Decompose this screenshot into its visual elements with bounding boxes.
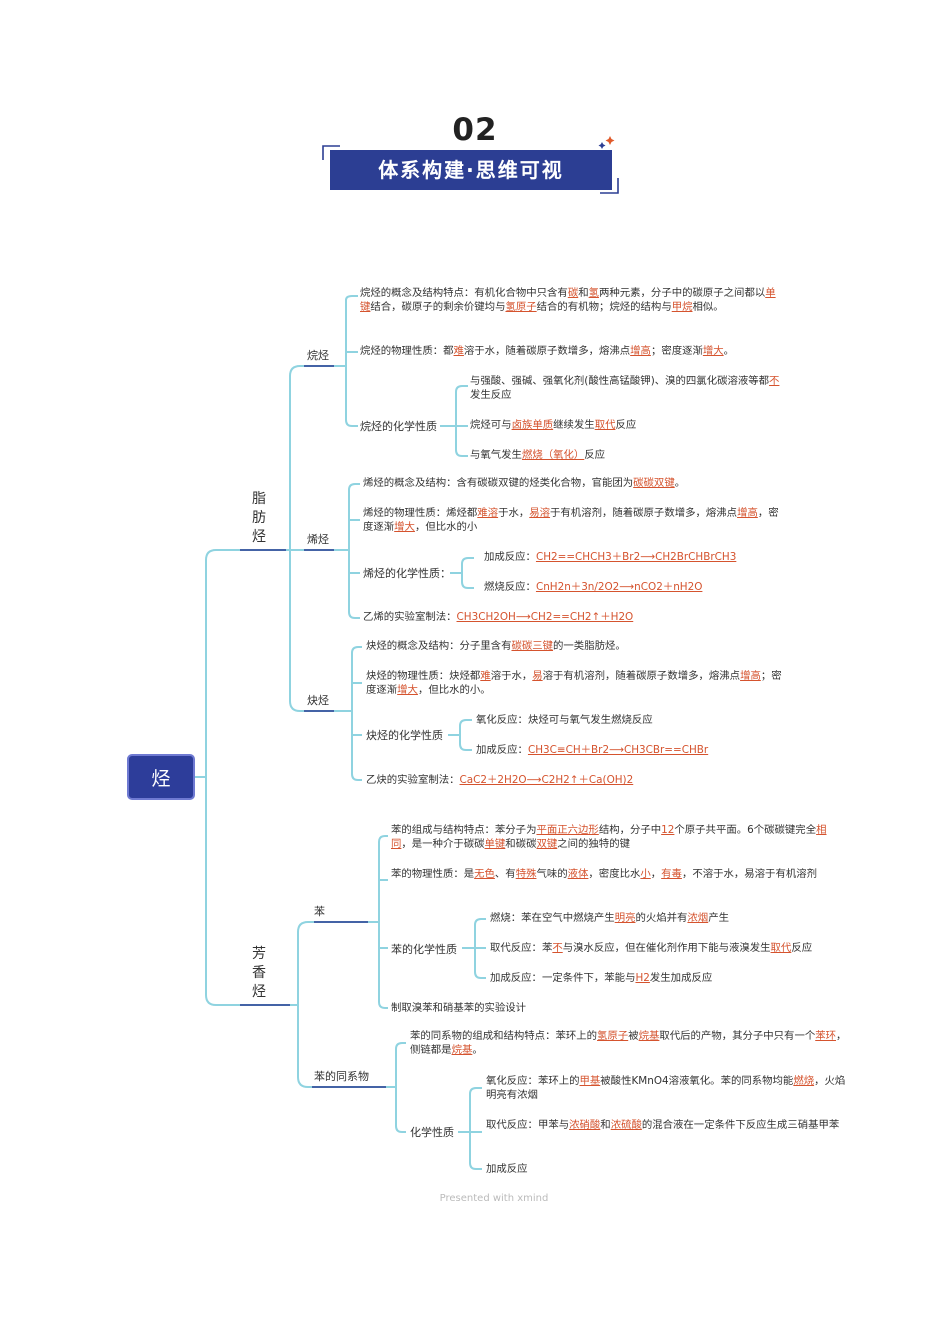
topic-alkyne[interactable]: 炔烃 (307, 694, 329, 707)
answer-blank: 相同 (391, 824, 827, 850)
answer-blank: CnH2n＋3n/2O2⟶nCO2＋nH2O (535, 581, 703, 593)
answer-blank: 浓硝酸 (569, 1119, 601, 1131)
topic-alkene[interactable]: 烯烃 (307, 533, 329, 546)
answer-blank: 碳碳三键 (511, 640, 554, 652)
sparkle-icon (605, 136, 615, 145)
alkane-chem-1-node[interactable]: 与强酸、强碱、强氧化剂(酸性高锰酸钾)、溴的四氯化碳溶液等都不发生反应 (470, 375, 780, 401)
answer-blank: 氢 (588, 287, 599, 299)
benzene-chem-label[interactable]: 苯的化学性质 (391, 943, 457, 956)
answer-blank: 增高 (740, 670, 761, 682)
answer-blank: 小 (640, 868, 651, 880)
alkane-physical-node[interactable]: 烷烃的物理性质：都难溶于水，随着碳原子数增多，熔沸点增高；密度逐渐增大。 (360, 345, 735, 357)
answer-blank: 液体 (567, 868, 589, 880)
answer-blank: 甲基 (579, 1075, 601, 1087)
alkane-chem-3-node[interactable]: 与氧气发生燃烧（氧化）反应 (470, 449, 606, 461)
root-node[interactable]: 烃 (127, 754, 195, 800)
answer-blank: 取代 (770, 942, 792, 954)
answer-blank: 不 (552, 942, 563, 954)
answer-blank: 有毒 (661, 868, 682, 880)
ethylene-lab-node[interactable]: 乙烯的实验室制法：CH3CH2OH⟶CH2==CH2↑＋H2O (363, 611, 634, 623)
answer-blank: 增高 (737, 507, 758, 519)
alkene-chem-label[interactable]: 烯烃的化学性质： (363, 567, 451, 580)
topic-alkane[interactable]: 烷烃 (307, 349, 329, 362)
answer-blank: 增大 (702, 345, 724, 357)
answer-blank: 甲烷 (671, 301, 693, 313)
answer-blank: 碳 (567, 287, 579, 299)
answer-blank: CH3C≡CH＋Br2⟶CH3CBr==CHBr (527, 744, 709, 756)
alkene-physical-node[interactable]: 烯烃的物理性质：烯烃都难溶于水，易溶于有机溶剂，随着碳原子数增多，熔沸点增高，密… (363, 507, 779, 533)
answer-blank: 烷基 (638, 1030, 660, 1042)
homolog-chem-2-node[interactable]: 取代反应：甲苯与浓硝酸和浓硫酸的混合液在一定条件下反应生成三硝基甲苯 (486, 1119, 840, 1131)
answer-blank: 增高 (630, 345, 651, 357)
homolog-structure-node[interactable]: 苯的同系物的组成和结构特点：苯环上的氢原子被烷基取代后的产物，其分子中只有一个苯… (410, 1030, 847, 1056)
answer-blank: 取代 (594, 419, 616, 431)
answer-blank: 难 (480, 670, 491, 682)
answer-blank: CaC2＋2H2O⟶C2H2↑＋Ca(OH)2 (459, 774, 634, 786)
topic-benzene[interactable]: 苯 (314, 905, 325, 918)
alkyne-chem-2-node[interactable]: 加成反应：CH3C≡CH＋Br2⟶CH3CBr==CHBr (476, 744, 709, 756)
answer-blank: 苯环 (815, 1030, 837, 1042)
answer-blank: 氢原子 (505, 301, 537, 313)
answer-blank: 无色 (474, 868, 495, 880)
benzene-chem-2-node[interactable]: 取代反应：苯不与溴水反应，但在催化剂作用下能与液溴发生取代反应 (490, 942, 813, 954)
alkene-concept-node[interactable]: 烯烃的概念及结构：含有碳碳双键的烃类化合物，官能团为碳碳双键。 (363, 477, 686, 489)
answer-blank: 烷基 (451, 1044, 473, 1056)
answer-blank: 单键 (484, 838, 506, 850)
answer-blank: 增大 (397, 684, 418, 696)
answer-blank: 单键 (360, 287, 776, 313)
answer-blank: CH2==CHCH3＋Br2⟶CH2BrCHBrCH3 (535, 551, 737, 563)
category-aromatic[interactable]: 芳香烃 (252, 946, 266, 1000)
benzene-structure-node[interactable]: 苯的组成与结构特点：苯分子为平面正六边形结构，分子中12个原子共平面。6个碳碳键… (391, 824, 827, 850)
answer-blank: 易溶 (529, 507, 551, 519)
homolog-chem-1-node[interactable]: 氧化反应：苯环上的甲基被酸性KMnO4溶液氧化。苯的同系物均能燃烧，火焰明亮有浓… (486, 1075, 846, 1101)
alkyne-physical-node[interactable]: 炔烃的物理性质：炔烃都难溶于水，易溶于有机溶剂，随着碳原子数增多，熔沸点增高；密… (366, 670, 782, 696)
alkyne-concept-node[interactable]: 炔烃的概念及结构：分子里含有碳碳三键的一类脂肪烃。 (366, 640, 626, 652)
alkene-chem-2-node[interactable]: 燃烧反应：CnH2n＋3n/2O2⟶nCO2＋nH2O (484, 581, 703, 593)
benzene-lab-node[interactable]: 制取溴苯和硝基苯的实验设计 (391, 1002, 527, 1014)
answer-blank: 浓烟 (687, 912, 709, 924)
answer-blank: 明亮 (614, 912, 636, 924)
benzene-chem-3-node[interactable]: 加成反应：一定条件下，苯能与H2发生加成反应 (490, 972, 713, 984)
benzene-chem-1-node[interactable]: 燃烧：苯在空气中燃烧产生明亮的火焰并有浓烟产生 (490, 912, 729, 924)
benzene-physical-node[interactable]: 苯的物理性质：是无色、有特殊气味的液体，密度比水小，有毒，不溶于水，易溶于有机溶… (391, 868, 818, 880)
alkane-chem-label[interactable]: 烷烃的化学性质 (360, 420, 437, 433)
section-number: 02 (452, 112, 498, 148)
answer-blank: 浓硫酸 (610, 1119, 642, 1131)
answer-blank: 12 (661, 824, 675, 836)
answer-blank: 碳碳双键 (633, 477, 675, 489)
footer-watermark: Presented with xmind (439, 1193, 549, 1204)
alkane-concept-node[interactable]: 烷烃的概念及结构特点：有机化合物中只含有碳和氢两种元素，分子中的碳原子之间都以单… (360, 287, 776, 313)
answer-blank: 增大 (394, 521, 415, 533)
answer-blank: 不 (769, 375, 780, 387)
answer-blank: 氢原子 (597, 1030, 629, 1042)
answer-blank: 难 (453, 345, 464, 357)
answer-blank: 燃烧（氧化） (521, 449, 585, 461)
answer-blank: 难溶 (477, 507, 499, 519)
answer-blank: 燃烧 (793, 1075, 815, 1087)
answer-blank: 卤族单质 (511, 419, 554, 431)
alkane-chem-2-node[interactable]: 烷烃可与卤族单质继续发生取代反应 (470, 419, 637, 431)
answer-blank: 特殊 (515, 868, 537, 880)
answer-blank: 平面正六边形 (536, 824, 599, 836)
answer-blank: 双键 (536, 838, 558, 850)
alkene-chem-1-node[interactable]: 加成反应：CH2==CHCH3＋Br2⟶CH2BrCHBrCH3 (484, 551, 737, 563)
homolog-chem-3-node[interactable]: 加成反应 (486, 1163, 528, 1175)
topic-benzene-homolog[interactable]: 苯的同系物 (314, 1070, 369, 1083)
answer-blank: 易 (532, 670, 543, 682)
alkyne-chem-label[interactable]: 炔烃的化学性质 (366, 729, 443, 742)
category-aliphatic[interactable]: 脂肪烃 (252, 491, 266, 545)
alkyne-chem-1-node[interactable]: 氧化反应：炔烃可与氧气发生燃烧反应 (476, 714, 653, 726)
answer-blank: CH3CH2OH⟶CH2==CH2↑＋H2O (456, 611, 634, 623)
homolog-chem-label[interactable]: 化学性质 (410, 1126, 454, 1139)
answer-blank: H2 (635, 972, 650, 984)
section-title-banner: 体系构建·思维可视 (330, 150, 612, 190)
acetylene-lab-node[interactable]: 乙炔的实验室制法：CaC2＋2H2O⟶C2H2↑＋Ca(OH)2 (366, 774, 634, 786)
